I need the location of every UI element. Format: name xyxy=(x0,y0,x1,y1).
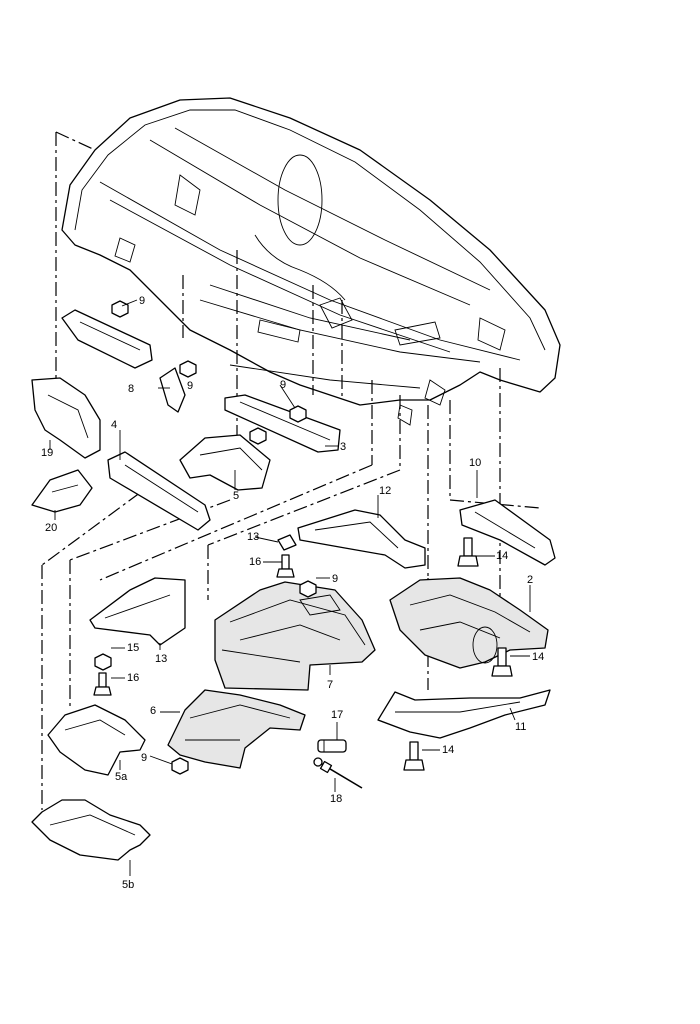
bolt-icon xyxy=(93,672,112,696)
callout-labels: 2 3 4 5 5a 5b 6 7 8 9 9 9 9 9 10 11 12 1… xyxy=(41,295,544,891)
bolt-icon xyxy=(457,537,479,567)
nut-icon xyxy=(179,360,197,378)
callout-14-middle: 14 xyxy=(532,651,544,663)
part-8-bracket xyxy=(61,309,186,413)
nut-icon xyxy=(171,757,189,775)
part-5-heat-shield xyxy=(179,434,271,491)
callout-9-tunnel: 9 xyxy=(332,573,338,585)
callout-19: 19 xyxy=(41,447,53,459)
callout-17: 17 xyxy=(331,709,343,721)
callout-6: 6 xyxy=(150,705,156,717)
nut-icon xyxy=(299,580,317,598)
callout-10: 10 xyxy=(469,457,481,469)
callout-9-strip: 9 xyxy=(280,379,286,391)
callout-8: 8 xyxy=(128,383,134,395)
bolt-icon xyxy=(491,647,513,677)
part-11-heat-shield xyxy=(377,689,551,739)
callout-9-bracket: 9 xyxy=(187,380,193,392)
callout-5a: 5a xyxy=(115,771,128,783)
part-20-cover xyxy=(31,469,93,513)
bolt-icon xyxy=(403,741,425,771)
callout-16-upper: 16 xyxy=(249,556,261,568)
nut-icon xyxy=(94,653,112,671)
bolt-icon xyxy=(276,554,295,578)
callout-13-upper: 13 xyxy=(247,531,259,543)
callout-18: 18 xyxy=(330,793,342,805)
part-13-heat-shield xyxy=(89,577,186,646)
part-5b-heat-shield xyxy=(31,799,151,861)
part-12-heat-shield xyxy=(297,509,426,569)
pin-icon xyxy=(317,739,347,753)
callout-5: 5 xyxy=(233,490,239,502)
part-2-heat-shield xyxy=(389,577,549,669)
callout-12: 12 xyxy=(379,485,391,497)
part-4-heat-shield xyxy=(107,451,211,531)
nut-icon xyxy=(289,405,307,423)
callout-15: 15 xyxy=(127,642,139,654)
underbody-floor-pan xyxy=(61,97,561,426)
nut-icon xyxy=(111,300,129,318)
part-10-heat-shield xyxy=(459,499,556,566)
part-3-strip xyxy=(224,394,341,453)
part-5a-heat-shield xyxy=(47,704,146,776)
part-7-tunnel-cover xyxy=(214,581,376,691)
callout-2: 2 xyxy=(527,574,533,586)
part-6-heat-shield xyxy=(167,689,306,769)
callout-7: 7 xyxy=(327,679,333,691)
callout-4: 4 xyxy=(111,419,117,431)
callout-16-lower: 16 xyxy=(127,672,139,684)
callout-11: 11 xyxy=(515,721,526,733)
callout-20: 20 xyxy=(45,522,57,534)
callout-9-top: 9 xyxy=(139,295,145,307)
callout-5b: 5b xyxy=(122,879,134,891)
part-19-cover xyxy=(31,377,101,459)
callout-14-upper: 14 xyxy=(496,550,508,562)
leader-lines xyxy=(49,299,531,876)
callout-9-lower: 9 xyxy=(141,752,147,764)
callout-3: 3 xyxy=(340,441,346,453)
screw-icon xyxy=(313,757,363,789)
callout-14-lower: 14 xyxy=(442,744,454,756)
nut-icon xyxy=(249,427,267,445)
callout-13-lower: 13 xyxy=(155,653,167,665)
